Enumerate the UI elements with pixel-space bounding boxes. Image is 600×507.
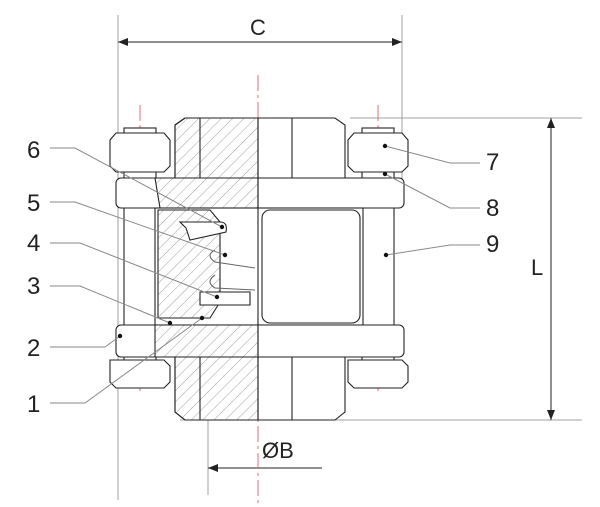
leader-dots (117, 143, 389, 339)
callout-4: 4 (27, 230, 41, 257)
callout-8: 8 (486, 195, 500, 222)
callout-6: 6 (27, 137, 41, 164)
callout-1: 1 (27, 391, 41, 418)
dimension-l-label: L (531, 255, 544, 280)
callout-5: 5 (27, 190, 41, 217)
nut-top-left (109, 132, 171, 173)
nut-bottom-right (347, 359, 409, 389)
callout-2: 2 (27, 335, 41, 362)
callout-9: 9 (486, 231, 500, 258)
check-disc (178, 221, 227, 241)
leader-lines (50, 145, 480, 404)
nut-top-right (347, 132, 409, 173)
valve-body (109, 117, 409, 421)
callout-3: 3 (27, 273, 41, 300)
callout-7: 7 (486, 149, 500, 176)
dimension-c-label: C (250, 15, 266, 40)
nut-bottom-left (109, 359, 171, 389)
dimension-b-label: ØB (262, 438, 294, 463)
